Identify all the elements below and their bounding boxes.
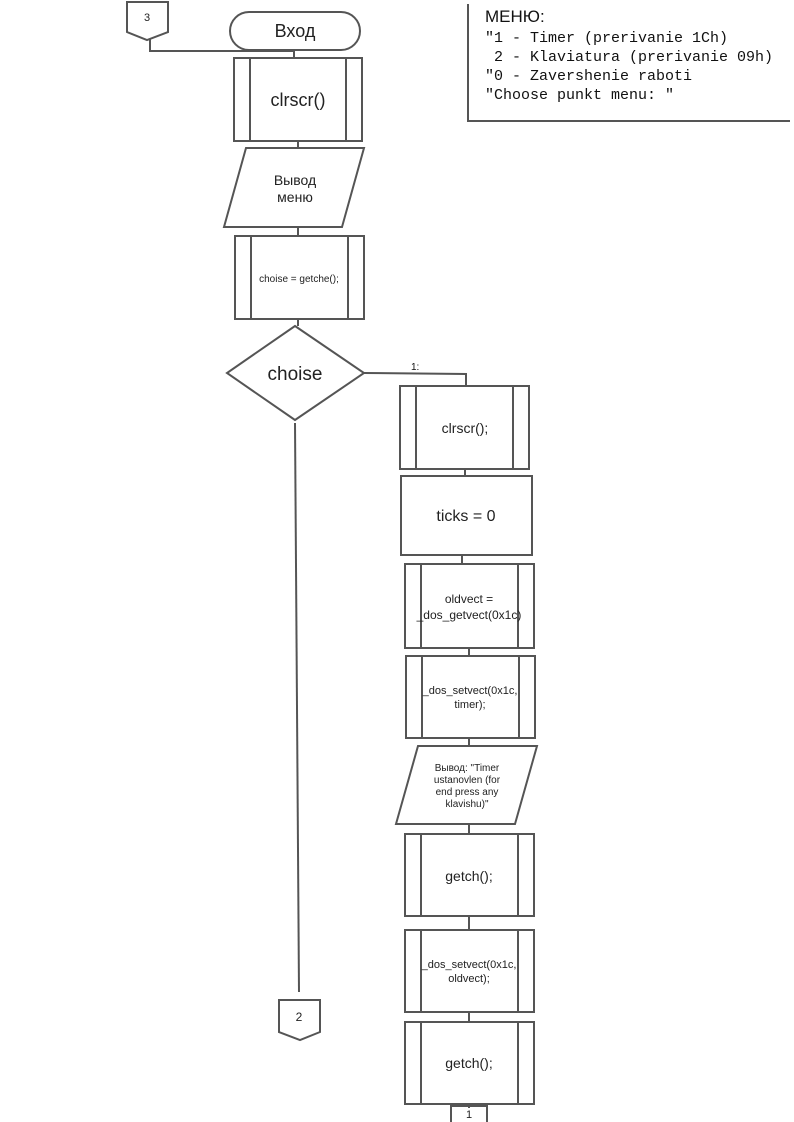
offpage-connector-1: 1 [450, 1105, 488, 1122]
start-terminator: Вход [229, 11, 361, 51]
connector-2-label: 2 [296, 1010, 303, 1024]
connector-3-line [149, 38, 294, 52]
process-setvect-timer: _dos_setvect(0x1c, timer); [405, 655, 536, 739]
menu-output-line-1: Вывод [274, 172, 316, 188]
process-oldvect: oldvect = _dos_getvect(0x1c) [404, 563, 535, 649]
offpage-connector-3: 3 [126, 1, 169, 42]
connector-1-label: 1 [466, 1109, 472, 1121]
menu-note-line-2: 2 - Klaviatura (prerivanie 09h) [485, 49, 773, 66]
menu-note: МЕНЮ: "1 - Timer (prerivanie 1Ch) 2 - Kl… [467, 4, 790, 122]
process-clrscr-main: clrscr() [233, 57, 363, 142]
menu-note-title: МЕНЮ: [485, 7, 545, 26]
start-label: Вход [275, 21, 316, 41]
decision-choise: choise [225, 324, 366, 422]
setvect-timer-line-2: timer); [454, 699, 485, 711]
timer-output-line-3: end press any [436, 787, 499, 798]
setvect-old-line-1: _dos_setvect(0x1c, [421, 959, 517, 971]
ticks-label: ticks = 0 [436, 508, 495, 525]
clrscr-branch-label: clrscr(); [442, 420, 489, 436]
menu-note-line-3: "0 - Zavershenie raboti [485, 68, 692, 85]
menu-note-line-4: "Choose punkt menu: " [485, 87, 674, 104]
process-getch-1: getch(); [404, 833, 535, 917]
process-setvect-old: _dos_setvect(0x1c, oldvect); [404, 929, 535, 1013]
menu-output-line-2: меню [277, 189, 313, 205]
clrscr-main-label: clrscr() [271, 90, 326, 110]
getch-1-label: getch(); [445, 868, 492, 884]
setvect-timer-line-1: _dos_setvect(0x1c, [422, 685, 518, 697]
timer-output-line-1: Вывод: "Timer [435, 763, 500, 774]
menu-note-bracket [467, 4, 790, 122]
line-decision-connector2 [294, 422, 300, 993]
flow-lines [149, 38, 470, 1108]
io-timer-output: Вывод: "Timer ustanovlen (for end press … [394, 745, 539, 825]
timer-output-line-4: klavishu)" [445, 799, 488, 810]
getche-label: choise = getche(); [259, 274, 339, 285]
getch-2-label: getch(); [445, 1055, 492, 1071]
decision-label: choise [268, 364, 323, 385]
oldvect-line-2: _dos_getvect(0x1c) [416, 608, 522, 622]
timer-output-line-2: ustanovlen (for [434, 775, 501, 786]
process-clrscr-branch: clrscr(); [399, 385, 530, 470]
process-getch-2: getch(); [404, 1021, 535, 1105]
branch-1-label: 1: [411, 362, 419, 373]
offpage-connector-2: 2 [278, 999, 321, 1042]
io-menu-output: Вывод меню [222, 147, 366, 228]
oldvect-line-1: oldvect = [445, 592, 493, 606]
line-decision-branch1 [363, 372, 467, 386]
connector-3-label: 3 [144, 12, 150, 24]
menu-note-line-1: "1 - Timer (prerivanie 1Ch) [485, 30, 728, 47]
process-getche: choise = getche(); [234, 235, 365, 320]
setvect-old-line-2: oldvect); [448, 973, 490, 985]
process-ticks: ticks = 0 [400, 475, 533, 556]
